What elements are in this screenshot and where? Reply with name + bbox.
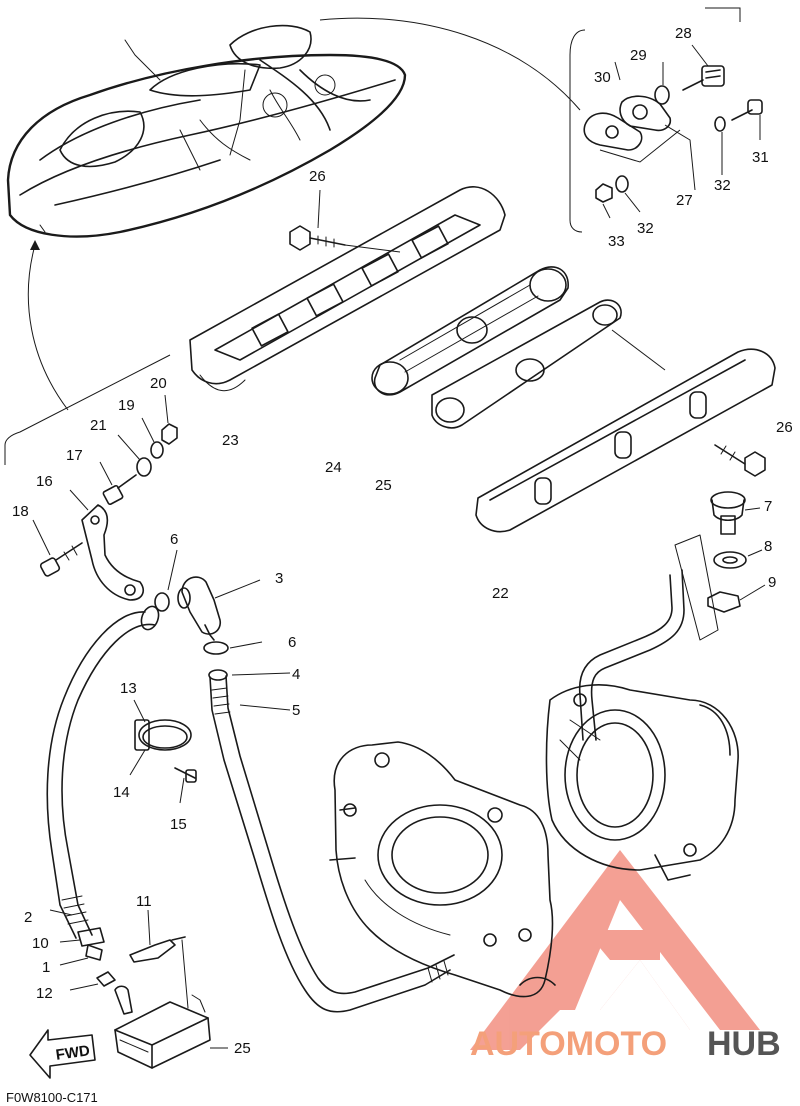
callout-3: 3 (275, 570, 283, 587)
callout-32-right: 32 (714, 177, 731, 194)
part-23-frame (475, 348, 776, 533)
watercraft-hull (6, 24, 407, 238)
part-12-sensor (129, 936, 186, 963)
callout-13: 12 (36, 985, 53, 1002)
callout-26-top: 26 (309, 168, 326, 185)
part-2-hose (46, 605, 160, 939)
callout-16: 15 (170, 816, 187, 833)
callout-6-lower: 6 (288, 634, 296, 651)
fwd-arrow (29, 1029, 96, 1079)
callout-18: 17 (66, 447, 83, 464)
part-33-nut (595, 183, 613, 203)
watermark-text-light: AUTOMOTO (470, 1025, 667, 1063)
callout-14: 13 (120, 680, 137, 697)
callout-1: 1 (42, 959, 50, 976)
part-29-oring (654, 85, 670, 105)
callout-30: 30 (594, 69, 611, 86)
part-32-washer (714, 116, 726, 132)
callout-9: 8 (764, 538, 772, 555)
part-24-frame (189, 186, 506, 392)
engine-mount-front (329, 741, 556, 998)
part-26-bolt-top (289, 189, 401, 253)
part-20-washer (150, 441, 164, 459)
fwd-label: FWD (55, 1042, 91, 1064)
hull-to-box-leader (319, 17, 581, 111)
part-19-bolt (39, 542, 83, 577)
part-21-nut (161, 423, 178, 445)
part-25-roller-lower (431, 299, 666, 429)
part-17-bracket (81, 504, 144, 601)
part-6-clamp-lower (203, 641, 229, 655)
callout-33: 33 (608, 233, 625, 250)
inset-box (569, 7, 763, 233)
callout-10: 9 (768, 574, 776, 591)
part-27-housing (619, 95, 672, 132)
part-28-bolt (682, 79, 704, 91)
callout-32-left: 32 (637, 220, 654, 237)
engine-mount-rear (545, 684, 739, 881)
callout-17: 16 (36, 473, 53, 490)
callout-29: 29 (630, 47, 647, 64)
part-26-bolt-right (714, 444, 766, 477)
drain-tube (578, 534, 719, 741)
callouts: 26 28 29 30 31 32 27 32 33 20 19 21 23 2… (12, 25, 793, 1057)
hull-arrow-leader (27, 244, 69, 411)
part-18-bolt (102, 474, 137, 506)
part-30-flange (583, 112, 643, 151)
callout-25-right: 25 (375, 477, 392, 494)
part-7-clamp (77, 927, 105, 947)
callout-19: 18 (12, 503, 29, 520)
part-22-washer (136, 457, 152, 477)
part-11-control-box (114, 939, 211, 1069)
callout-27: 27 (676, 192, 693, 209)
callout-4: 4 (292, 666, 300, 683)
callout-5: 5 (292, 702, 300, 719)
part-4-fitting (208, 669, 228, 681)
callout-23: 22 (492, 585, 509, 602)
callout-11: 25 (234, 1040, 251, 1057)
hull-arrow-head (30, 240, 40, 250)
part-16-bolt (174, 767, 197, 783)
callout-6-upper: 6 (170, 531, 178, 548)
part-9-washer (713, 551, 747, 569)
part-6-clamp-upper (154, 592, 170, 612)
watermark-text-dark: HUB (707, 1025, 781, 1063)
callout-21: 20 (150, 375, 167, 392)
part-13-fitting (96, 971, 116, 987)
callout-15: 14 (113, 784, 130, 801)
part-8-drain-plug (710, 491, 746, 535)
callout-12: 11 (136, 893, 152, 910)
part-31-bolt (731, 109, 753, 121)
callout-7: 10 (32, 935, 49, 952)
callout-31: 31 (752, 149, 769, 166)
part-14-clamp (134, 719, 192, 751)
callout-25-left: 24 (325, 459, 342, 476)
callout-22: 21 (90, 417, 107, 434)
callout-26-right: 26 (776, 419, 793, 436)
watermark-logo (470, 850, 760, 1050)
part-3-fitting (177, 576, 222, 641)
part-25-roller-upper (371, 266, 569, 396)
drawing-code: F0W8100-C171 (6, 1090, 98, 1105)
callout-2: 2 (24, 909, 32, 926)
callout-8: 7 (764, 498, 772, 515)
part-1-fitting (85, 944, 103, 961)
callout-28: 28 (675, 25, 692, 42)
callout-20: 19 (118, 397, 135, 414)
part-10-clip (707, 591, 741, 613)
group-frame-left (4, 354, 171, 465)
callout-24: 23 (222, 432, 239, 449)
